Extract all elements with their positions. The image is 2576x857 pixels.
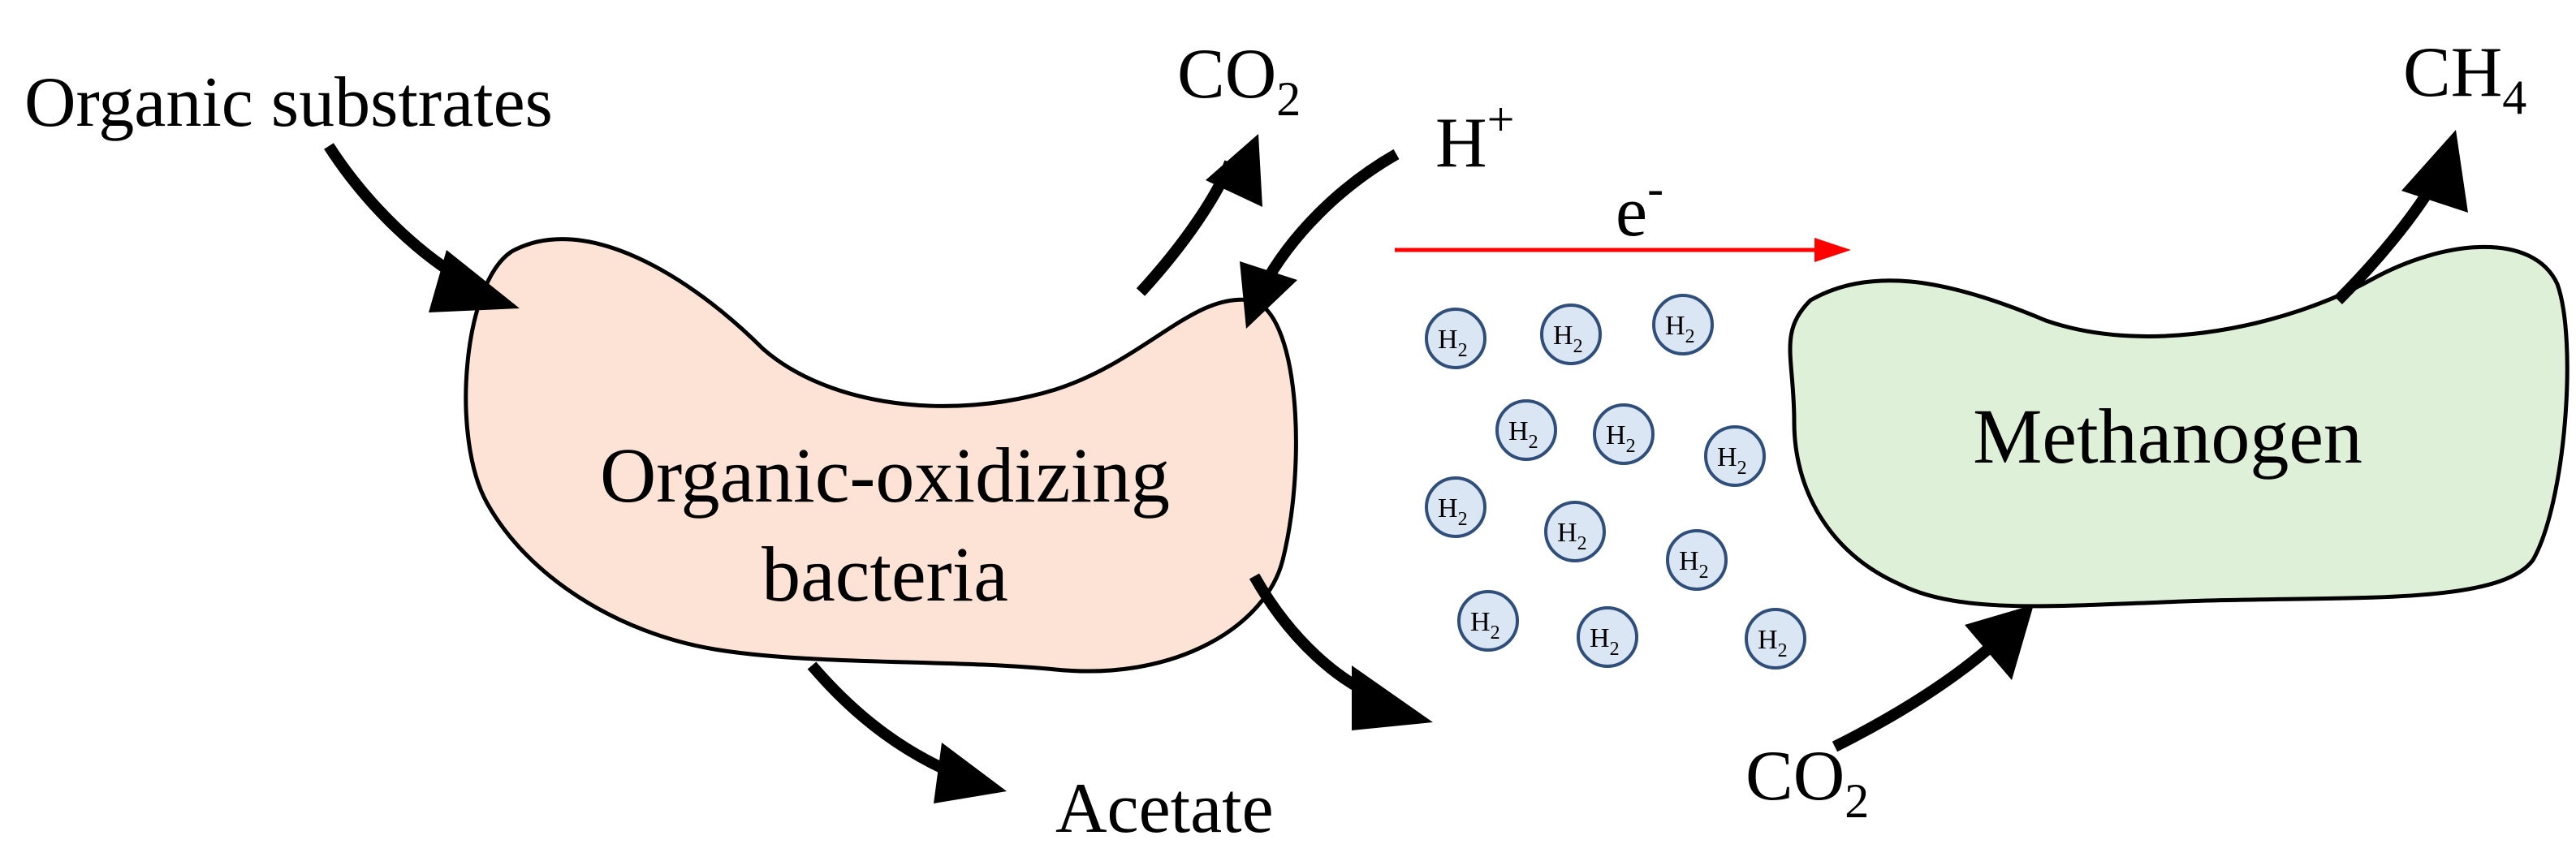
h2-circle [1457,590,1519,652]
h2-molecule: H2 [1745,608,1806,670]
organic-substrates-label: Organic substrates [24,63,553,142]
h2-molecule: H2 [1704,425,1766,487]
h2-circle [1540,304,1602,365]
h2-label: H2 [1508,416,1538,453]
h2-label: H2 [1438,493,1468,530]
h2-label: H2 [1470,607,1500,644]
h2-molecule: H2 [1457,590,1519,652]
h2-circle [1666,529,1728,591]
h2-circle [1495,399,1557,461]
h2-label: H2 [1717,442,1747,479]
h2-flow-arrowhead [1352,665,1433,730]
h2-circle [1544,501,1606,562]
methanogen-cell [1788,244,2570,609]
h2-circle [1652,294,1714,355]
co2-bottom-label: CO2 [1745,737,1869,828]
electron-label: e- [1616,161,1663,252]
h2-molecule: H2 [1425,308,1486,369]
h2-molecule: H2 [1425,476,1486,538]
h2-label: H2 [1557,518,1587,554]
co2-top-subscript: 2 [1276,72,1301,126]
ch4-subscript: 4 [2502,71,2526,124]
h2-label: H2 [1606,420,1636,457]
h2-circle [1425,476,1486,538]
co2-uptake-arrowhead [1965,605,2034,680]
co2-release-arrowhead [1206,134,1262,207]
acetate-label: Acetate [1055,769,1274,848]
co2-uptake-arrow [1832,636,2001,752]
h2-circle [1745,608,1806,670]
electron-arrowhead [1814,238,1851,262]
h2-molecule: H2 [1577,606,1638,668]
ch4-label: CH4 [2403,33,2526,124]
h2-label: H2 [1758,625,1788,661]
h-plus-superscript: + [1487,93,1515,146]
co2-bottom-subscript: 2 [1845,774,1869,828]
acetate-arrowhead [934,743,1007,803]
methanogen-label: Methanogen [1973,393,2362,480]
h2-molecule: H2 [1652,294,1714,355]
acetate-arrow [807,661,960,781]
proton-arrowhead [1240,261,1297,329]
h2-molecule: H2 [1540,304,1602,365]
h2-molecule: H2 [1495,399,1557,461]
h2-molecule: H2 [1544,501,1606,562]
bacteria-label-line2: bacteria [762,531,1008,618]
arrowheads [429,130,2468,803]
h2-label: H2 [1665,311,1695,347]
methane-arrowhead [2401,130,2468,213]
h2-circle [1593,403,1655,465]
h2-circle [1704,425,1766,487]
h2-label: H2 [1438,325,1468,361]
methane-arrow [2334,183,2436,304]
co2-top-label: CO2 [1177,35,1301,126]
h2-circle [1425,308,1486,369]
h2-circle [1577,606,1638,668]
proton-arrow [1257,149,1400,291]
bacteria-cell [464,237,1298,674]
bacteria-label-line1: Organic-oxidizing [600,432,1170,519]
electron-superscript: - [1647,161,1663,215]
h2-molecule: H2 [1666,529,1728,591]
h2-label: H2 [1679,546,1709,583]
h-plus-label: H+ [1435,93,1514,183]
h2-molecule: H2 [1593,403,1655,465]
h2-label: H2 [1590,623,1620,660]
h2-label: H2 [1553,321,1583,357]
substrate-arrowhead [429,250,520,312]
